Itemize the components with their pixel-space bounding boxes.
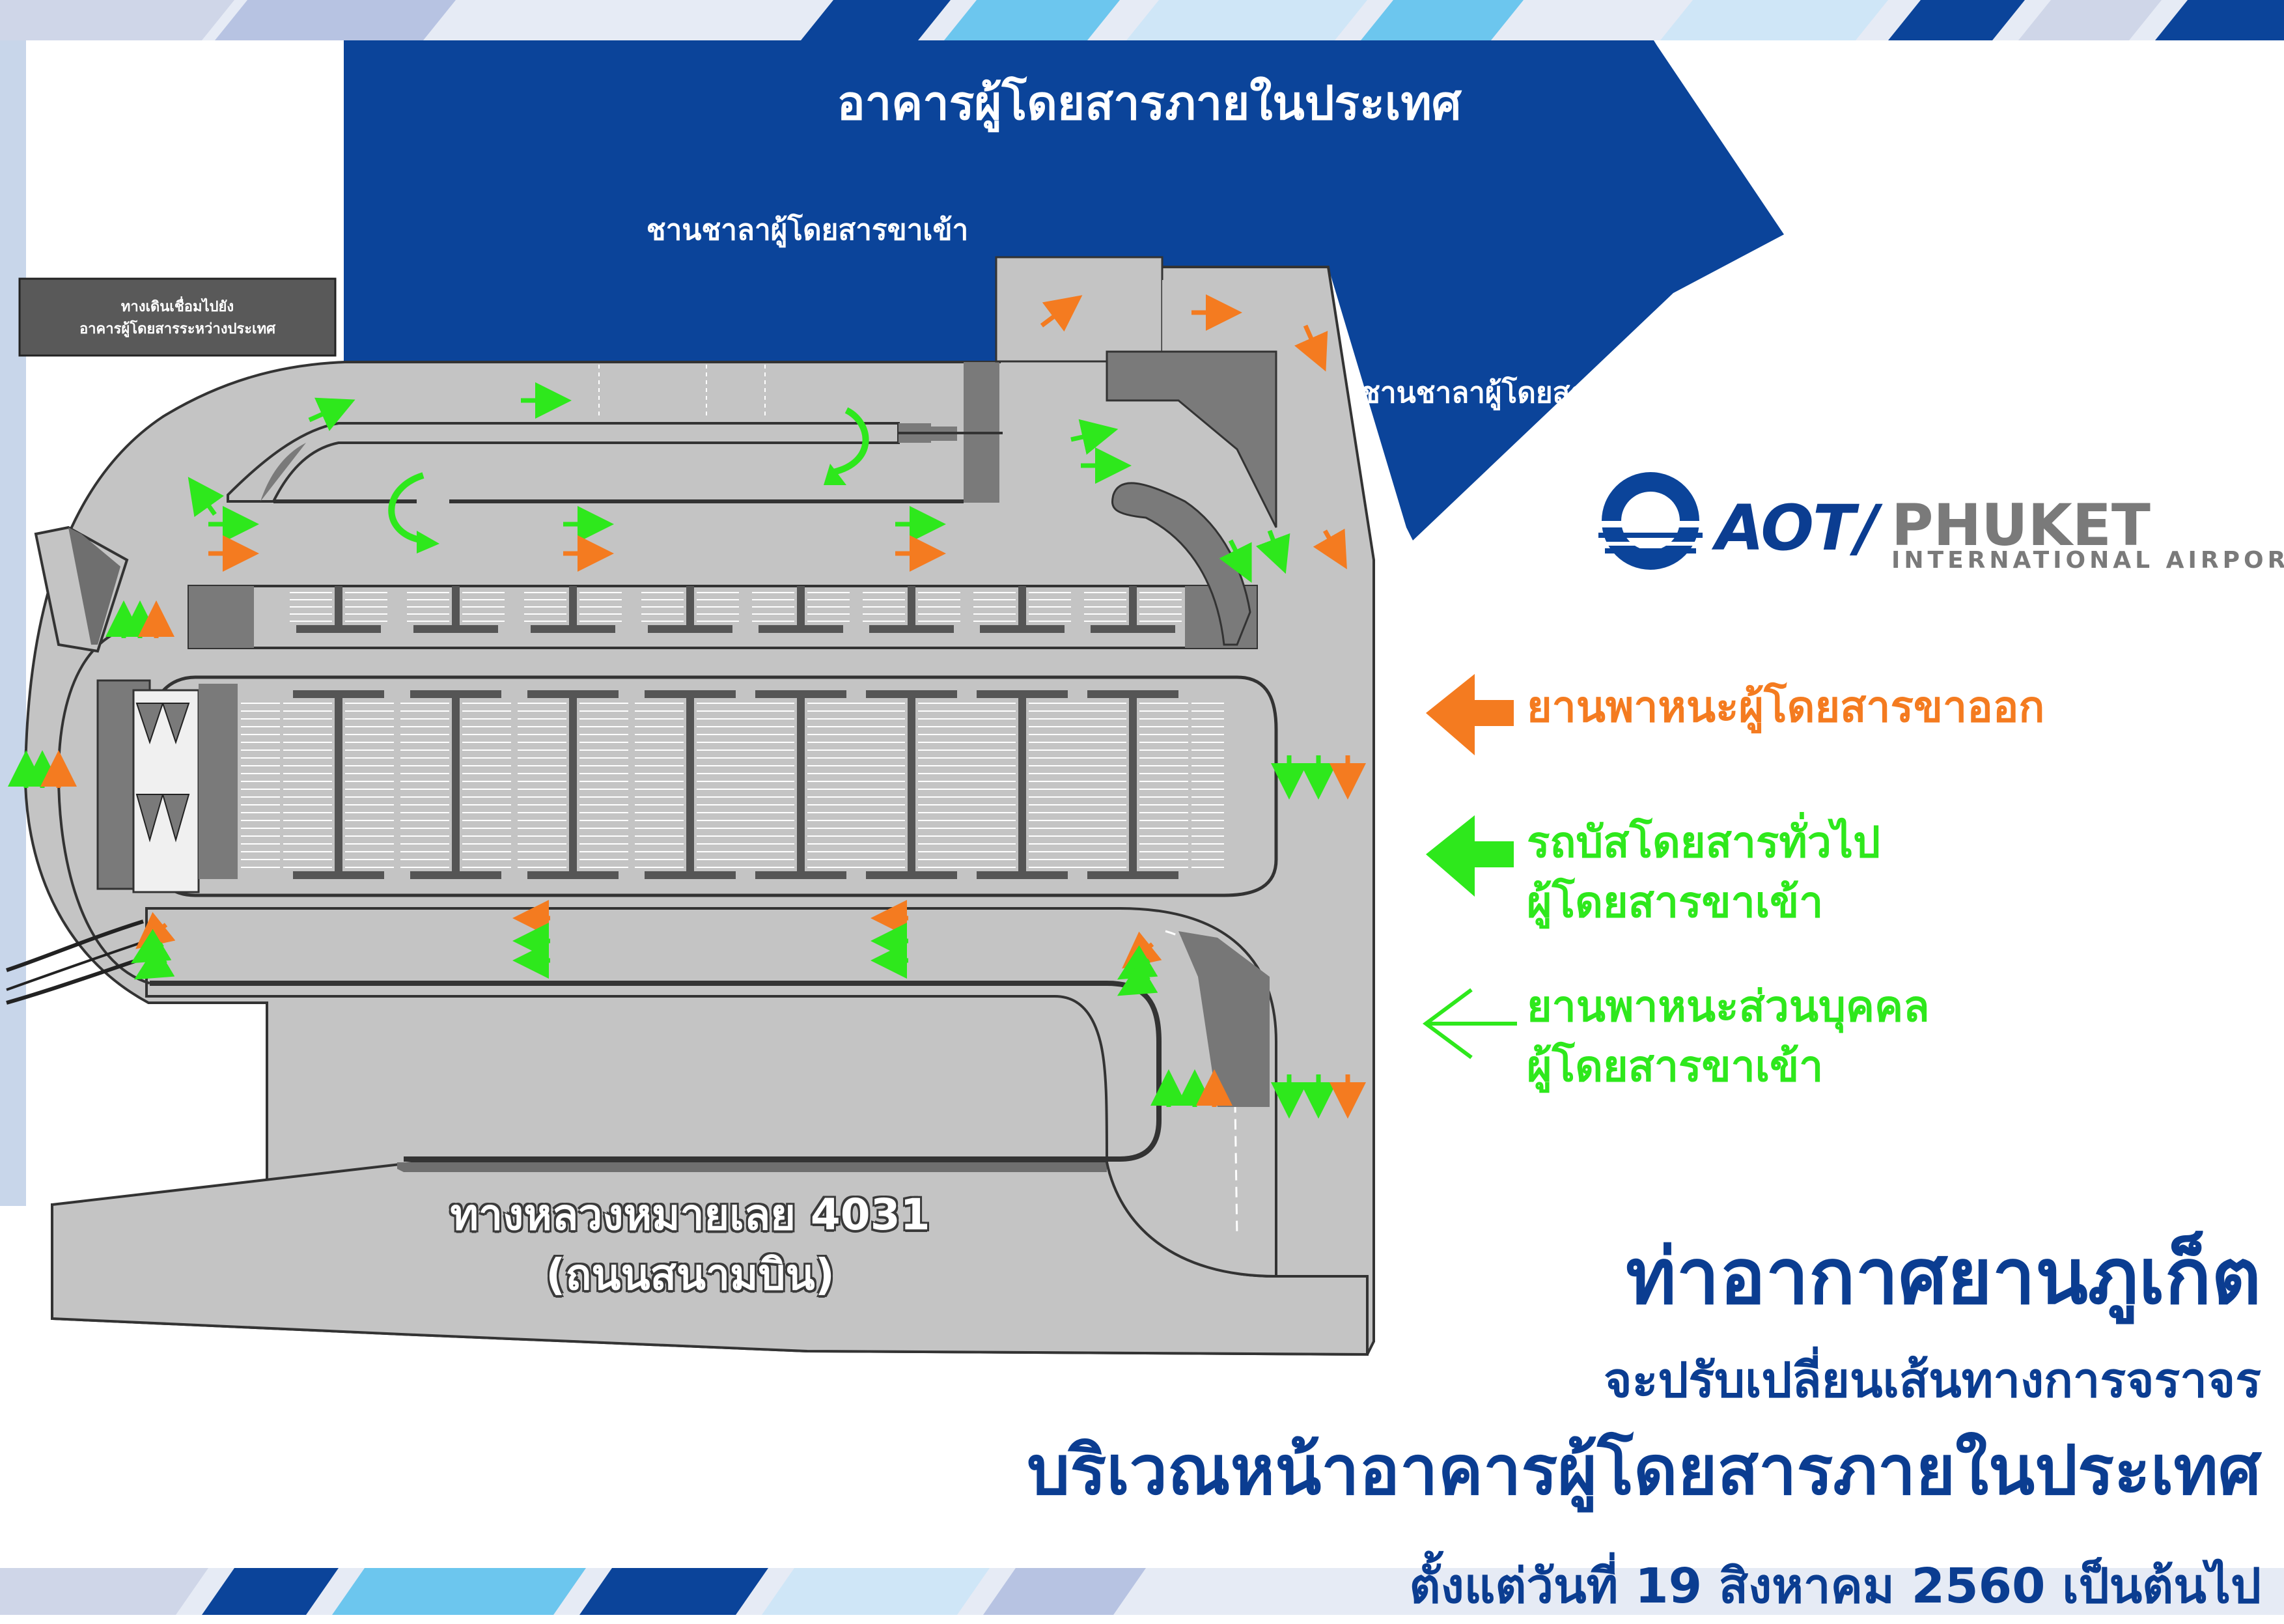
walkway-sign bbox=[18, 277, 337, 357]
highway-label-line2: (ถนนสนามบิน) bbox=[546, 1250, 835, 1300]
legend-line: รถบัสโดยสารทั่วไป bbox=[1527, 817, 1881, 867]
legend-line: ผู้โดยสารขาเข้า bbox=[1527, 877, 1824, 927]
legend-line: ยานพาหนะส่วนบุคคล bbox=[1527, 981, 1930, 1031]
parking-bay bbox=[518, 586, 628, 879]
parking-bay bbox=[283, 586, 394, 879]
traffic-arrow bbox=[1255, 529, 1290, 574]
parking-row-top bbox=[188, 585, 1258, 649]
traffic-arrow bbox=[1313, 528, 1347, 570]
legend-arrows bbox=[1422, 674, 1517, 1059]
green-arrow-icon bbox=[1426, 815, 1514, 897]
terminal-title: อาคารผู้โดยสารภายในประเทศ bbox=[837, 76, 1462, 130]
headline-date: ตั้งแต่วันที่ 19 สิงหาคม 2560 เป็นต้นไป bbox=[1409, 1558, 2261, 1614]
parking-bay bbox=[1078, 586, 1188, 879]
traffic-arrow bbox=[308, 397, 355, 431]
headline-title: ท่าอากาศยานภูเก็ต bbox=[1625, 1231, 2261, 1321]
parking-bay bbox=[856, 586, 967, 879]
aot-logo-mark bbox=[1598, 472, 1703, 570]
parking-bay bbox=[967, 586, 1078, 879]
traffic-arrow bbox=[133, 945, 175, 980]
orange-arrow-icon bbox=[1426, 674, 1514, 755]
flow-arrows bbox=[8, 294, 1366, 1119]
walkway-label-line1: ทางเดินเชื่อมไปยัง bbox=[120, 299, 234, 315]
arrival-hall-label: ชานชาลาผู้โดยสารขาเข้า bbox=[646, 214, 969, 247]
legend-arrival-buses: รถบัสโดยสารทั่วไป ผู้โดยสารขาเข้า bbox=[1527, 813, 1880, 932]
bottom-stripe-band bbox=[0, 1568, 2284, 1615]
airport-subtitle: INTERNATIONAL AIRPORT bbox=[1891, 547, 2284, 574]
aot-wordmark: AOT bbox=[1716, 492, 1855, 565]
legend-departure-vehicles: ยานพาหนะผู้โดยสารขาออก bbox=[1527, 677, 2044, 737]
legend-line: ผู้โดยสารขาเข้า bbox=[1527, 1041, 1824, 1091]
phuket-wordmark: PHUKET bbox=[1891, 492, 2151, 559]
parking-bay bbox=[745, 586, 856, 879]
parking-bay bbox=[635, 586, 745, 879]
legend-arrival-private: ยานพาหนะส่วนบุคคล ผู้โดยสารขาเข้า bbox=[1527, 977, 1930, 1097]
terminal-building bbox=[345, 40, 1784, 540]
uturn-arrows bbox=[388, 407, 869, 544]
headline-line2: บริเวณหน้าอาคารผู้โดยสารภายในประเทศ bbox=[1027, 1431, 2261, 1510]
green-outline-arrow-icon bbox=[1422, 988, 1517, 1059]
traffic-arrow bbox=[1040, 295, 1083, 332]
logo-separator: / bbox=[1856, 492, 1879, 565]
traffic-arrow bbox=[1117, 961, 1158, 996]
traffic-arrow bbox=[1070, 419, 1119, 455]
highway-label-line1: ทางหลวงหมายเลย 4031 bbox=[450, 1190, 930, 1240]
legend-line: ยานพาหนะผู้โดยสารขาออก bbox=[1527, 682, 2045, 732]
parking-bay bbox=[400, 586, 511, 879]
left-frame-bar bbox=[0, 40, 26, 1206]
walkway-label: ทางเดินเชื่อมไปยัง อาคารผู้โดยสารระหว่าง… bbox=[20, 296, 335, 341]
traffic-arrow bbox=[1219, 539, 1252, 583]
traffic-arrow bbox=[188, 477, 225, 518]
highway-label: ทางหลวงหมายเลย 4031 (ถนนสนามบิน) bbox=[332, 1185, 1048, 1305]
walkway-label-line2: อาคารผู้โดยสารระหว่างประเทศ bbox=[79, 321, 276, 337]
top-stripe-band bbox=[0, 0, 2284, 40]
headline-line1: จะปรับเปลี่ยนเส้นทางการจราจร bbox=[1604, 1352, 2261, 1408]
parking-spaces bbox=[241, 586, 1224, 879]
traffic-arrow bbox=[1294, 324, 1328, 372]
parking-lot bbox=[148, 675, 1278, 897]
departure-hall-label: ชานชาลาผู้โดยสารขาออก bbox=[1361, 376, 1690, 410]
